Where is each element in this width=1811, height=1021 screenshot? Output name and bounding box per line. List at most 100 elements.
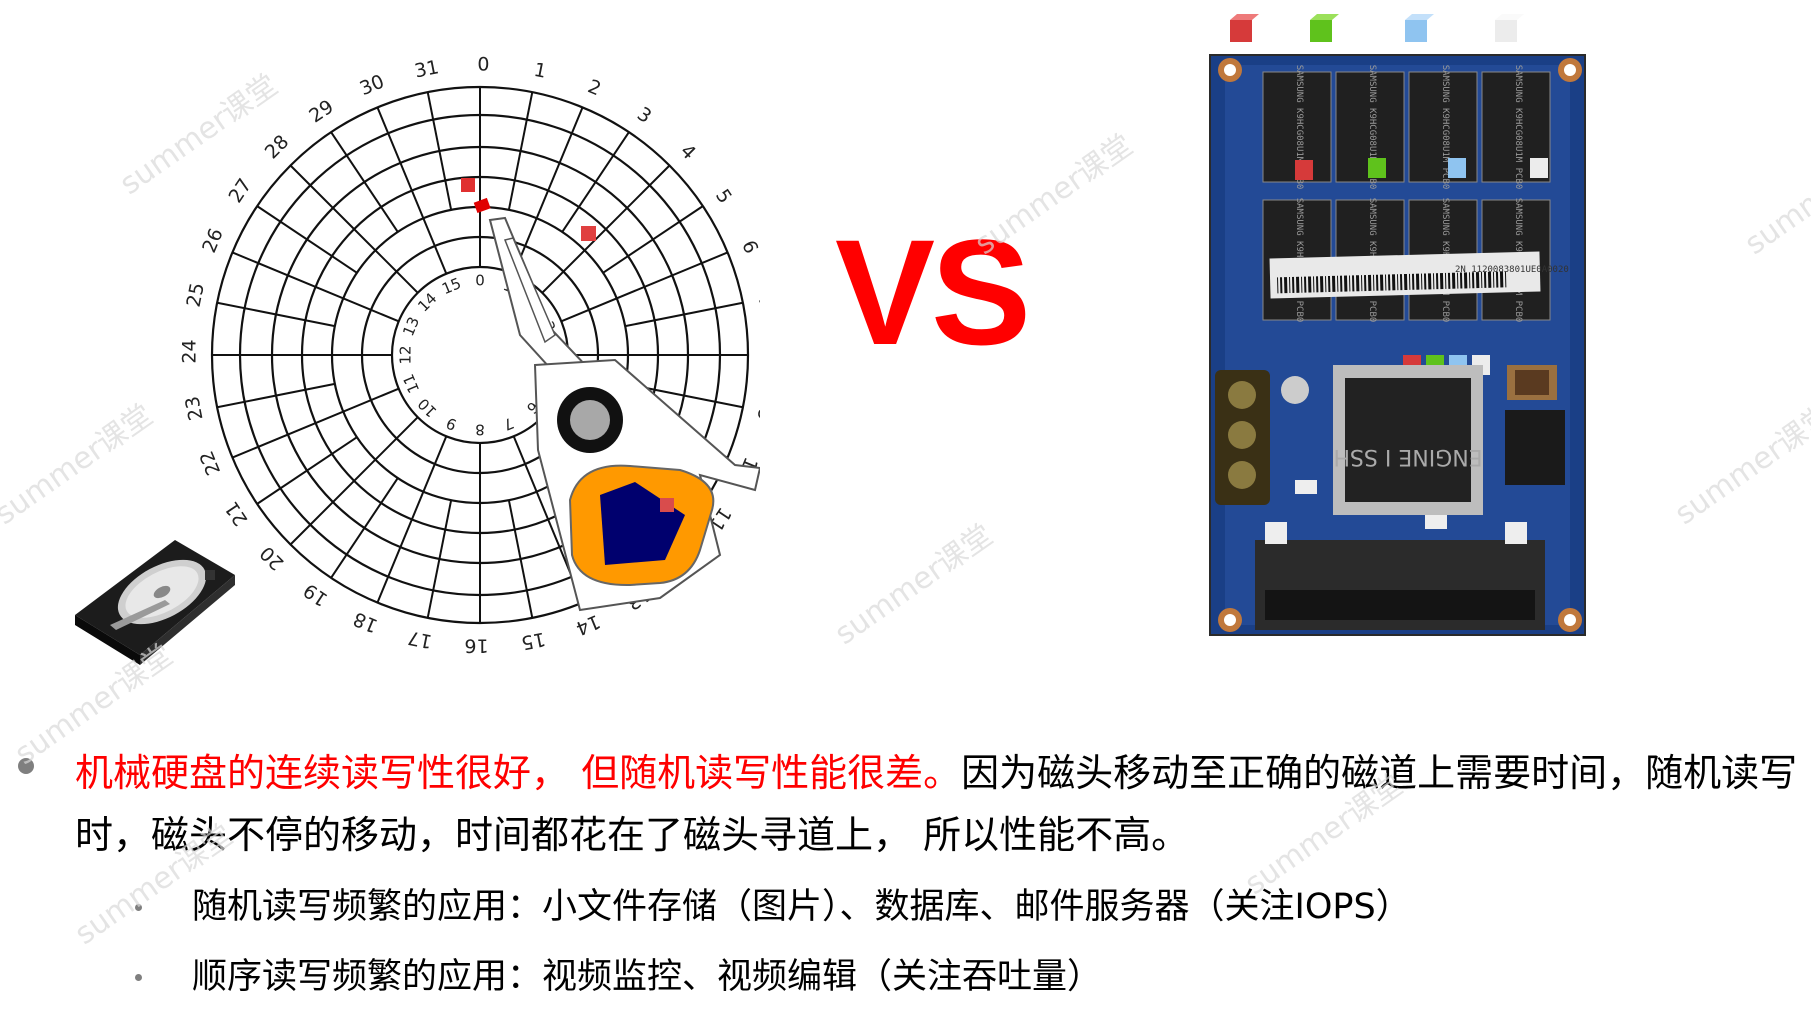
barcode-bar [1331, 275, 1336, 292]
barcode-bar [1447, 272, 1451, 289]
sector-label: 14 [573, 610, 604, 640]
sector-label: 28 [261, 131, 294, 164]
nand-chip-label: SAMSUNG K9HCG08U1M PCB0 [1294, 65, 1304, 190]
description-section: 机械硬盘的连续读写性很好， 但随机读写性能很差。因为磁头移动至正确的磁道上需要时… [0, 720, 1811, 1021]
top-data-cubes [1230, 14, 1524, 42]
hdd-photo-icon [75, 540, 235, 665]
barcode-bar [1432, 273, 1435, 290]
barcode-bar [1296, 276, 1300, 293]
head-arm-icon [488, 216, 760, 612]
sector-line [426, 91, 453, 211]
barcode-bar [1451, 272, 1456, 289]
barcode-bar [1325, 276, 1327, 293]
sector-label: 4 [676, 140, 700, 164]
sector-line [216, 382, 336, 409]
inner-sector-label: 9 [444, 414, 460, 434]
sector-line [216, 301, 336, 328]
sector-line [541, 164, 671, 294]
barcode-bar [1420, 273, 1423, 290]
inner-sector-label: 11 [399, 371, 423, 396]
sector-line [289, 416, 419, 546]
barcode-bar [1468, 272, 1471, 289]
sector-label: 7 [754, 294, 760, 310]
inner-sector-label: 7 [501, 414, 517, 434]
barcode-bar [1504, 271, 1507, 288]
barcode-bar [1308, 276, 1312, 293]
sector-line [256, 436, 358, 505]
barcode-bar [1444, 272, 1447, 289]
watermark: summer课堂 [1668, 397, 1811, 532]
chip-data-cubes [1295, 158, 1548, 180]
watermark: summer课堂 [1738, 127, 1811, 262]
barcode-bar [1304, 276, 1307, 293]
inner-sector-label: 13 [399, 314, 423, 339]
sector-label: 2 [585, 75, 605, 100]
barcode-sticker [1277, 271, 1507, 294]
main-paragraph: 机械硬盘的连续读写性很好， 但随机读写性能很差。因为磁头移动至正确的磁道上需要时… [75, 742, 1805, 866]
sector-label: 9 [752, 407, 760, 423]
watermark: summer课堂 [828, 517, 1000, 652]
sector-line [512, 107, 584, 275]
barcode-bar [1423, 273, 1427, 290]
sector-line [507, 91, 534, 211]
barcode-bar [1403, 273, 1408, 291]
barcode-bar [1316, 276, 1319, 293]
read-head-marker [473, 197, 491, 214]
sector-line [330, 131, 399, 233]
sector-label: 31 [413, 56, 441, 82]
barcode-bar [1363, 275, 1367, 292]
sector-line [602, 205, 704, 274]
barcode-bar [1339, 275, 1343, 292]
barcode-bar [1343, 275, 1348, 292]
sector-label: 21 [221, 497, 253, 529]
bullet-dot-icon [18, 758, 34, 774]
barcode-bar [1427, 273, 1432, 290]
disk-track-grid [210, 85, 750, 625]
sector-label: 27 [225, 175, 257, 207]
body-text: 因为磁头移动至正确的磁道上需要时间，随机读写时，磁头不停的移动，时间都花在了磁头… [75, 751, 1798, 857]
barcode-bar [1351, 275, 1355, 292]
barcode-bar [1320, 276, 1324, 293]
watermark: summer课堂 [0, 397, 160, 532]
barcode-bar [1277, 277, 1279, 294]
barcode-bar [1367, 274, 1372, 291]
barcode-bar [1399, 274, 1403, 291]
barcode-bar [1459, 272, 1463, 289]
sector-label: 8 [759, 352, 760, 364]
barcode-bar [1284, 277, 1288, 294]
sector-label: 1 [532, 59, 548, 83]
inner-sector-label: 0 [475, 272, 485, 290]
sector-line [624, 301, 744, 328]
sector-label: 6 [737, 237, 760, 257]
sector-label: 3 [633, 103, 655, 128]
sector-label: 26 [198, 225, 228, 256]
sector-line [426, 499, 453, 619]
data-block-marker [581, 226, 596, 241]
barcode-bar [1415, 273, 1420, 290]
barcode-bar [1280, 277, 1283, 294]
sector-line [330, 477, 399, 579]
sector-label: 24 [179, 339, 201, 363]
sector-label: 15 [519, 627, 547, 653]
barcode-text: 2N 1120083801UE0A0020 [1455, 265, 1569, 275]
sector-line [560, 251, 728, 323]
barcode-bar [1396, 274, 1399, 291]
sub-bullet-dot-icon [135, 974, 142, 981]
barcode-bar [1355, 275, 1360, 292]
vs-label: VS [835, 208, 1031, 376]
sub-bullet-dot-icon [135, 904, 142, 911]
sector-label: 0 [477, 54, 489, 76]
sub-item-sequential: 顺序读写频繁的应用：视频监控、视频编辑（关注吞吐量） [192, 957, 1103, 997]
barcode-bar [1313, 276, 1315, 293]
barcode-bar [1471, 272, 1475, 289]
barcode-bar [1292, 276, 1295, 293]
barcode-bar [1384, 274, 1387, 291]
barcode-bar [1439, 273, 1444, 290]
barcode-bar [1387, 274, 1391, 291]
barcode-bar [1336, 275, 1339, 292]
sector-label: 20 [256, 542, 289, 575]
barcode-bar [1391, 274, 1396, 291]
highlight-text: 机械硬盘的连续读写性很好， 但随机读写性能很差。 [75, 751, 962, 795]
sector-line [232, 251, 400, 323]
